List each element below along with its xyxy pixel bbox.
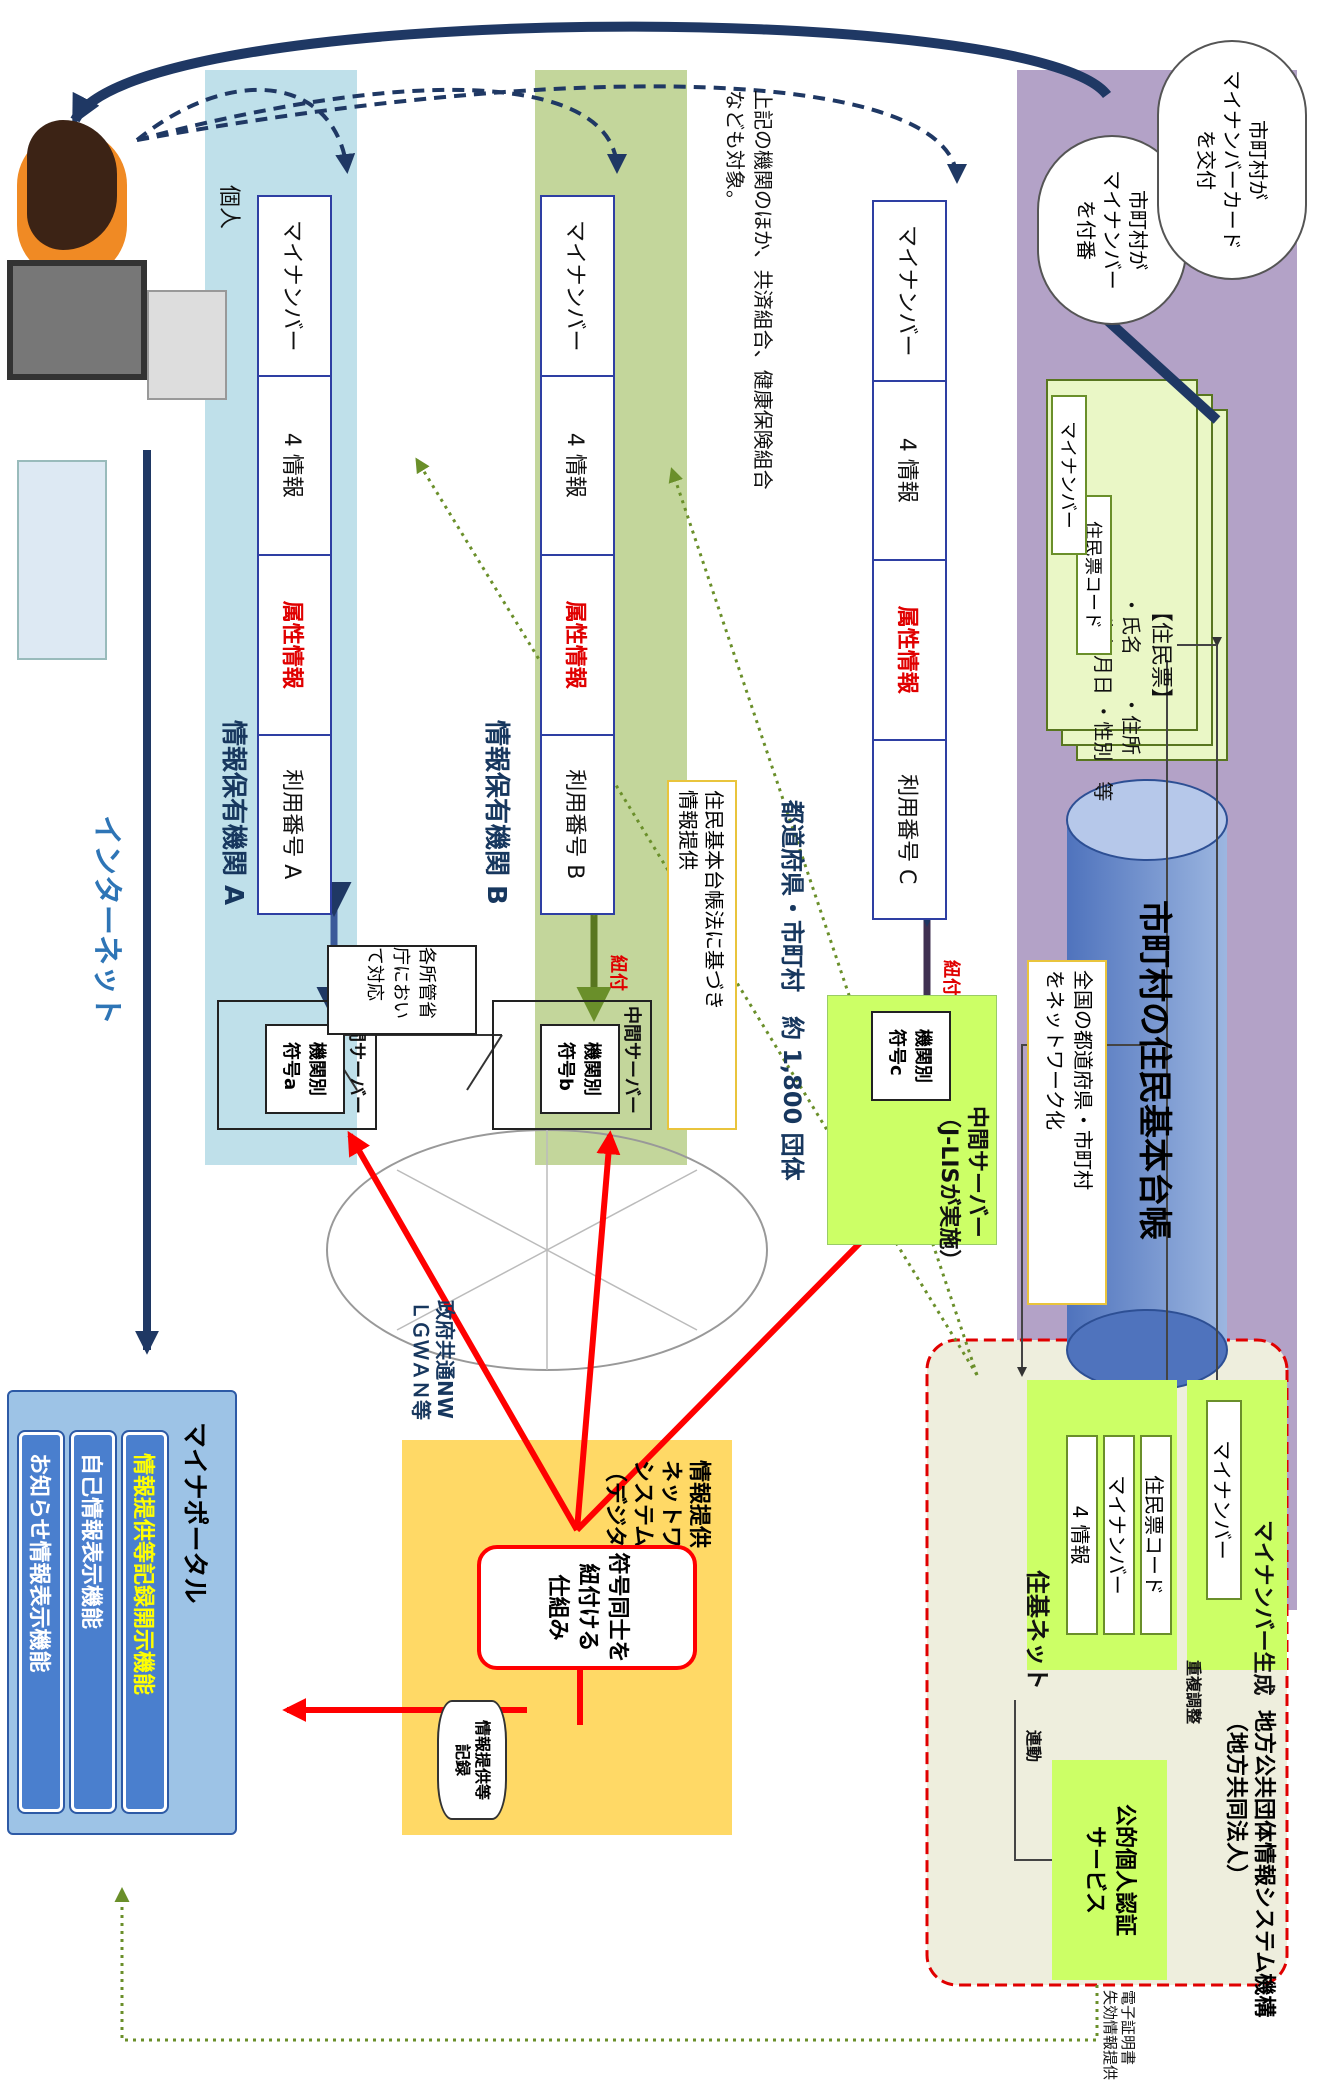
- provision-record-db: 情報提供等 記録: [437, 1700, 507, 1820]
- cloud-issue-card: 市町村が マイナンバーカード を交付: [1157, 40, 1307, 280]
- juki-item-4info: 4 情報: [1066, 1435, 1098, 1635]
- myna-portal-title: マイナポータル: [179, 1422, 209, 1604]
- org-b-cell-usage-number: 利用番号 B: [562, 769, 588, 880]
- internet-label: インターネット: [89, 815, 124, 1025]
- mynumber-card-icon: [17, 460, 107, 660]
- org-b-link-label: 紐付: [607, 955, 628, 991]
- org-b-record-row: マイナンバー 4 情報 属性情報 利用番号 B: [540, 195, 615, 915]
- network-note: 全国の都道府県・市町村 をネットワーク化: [1027, 960, 1107, 1305]
- juki-item-mynumber: マイナンバー: [1103, 1435, 1135, 1635]
- org-a-record-row: マイナンバー 4 情報 属性情報 利用番号 A: [257, 195, 332, 915]
- mynumber-generation-item: マイナンバー: [1206, 1400, 1242, 1600]
- ledger-label: 市町村の住民基本台帳: [1134, 900, 1174, 1240]
- juminhyo-card: 【住民票】 ・氏名 ・住所 ・生年月日 ・性別 等 住民票コード マイナンバー: [1051, 395, 1187, 801]
- portal-item-disclosure[interactable]: 情報提供等記録開示機能: [123, 1432, 167, 1812]
- municipal-title: 都道府県・市町村 約 1,800 団体: [778, 800, 806, 1181]
- juki-net-panel: 住基ネット 住民票コード マイナンバー 4 情報: [1023, 1380, 1177, 1690]
- municipal-cell-mynumber: マイナンバー: [874, 202, 945, 382]
- dup-check-label: 重複調整: [1184, 1660, 1203, 1725]
- juki-law-note: 住民基本台帳法に基づき 情報提供: [667, 780, 737, 1130]
- jpki-service: 公的個人認証 サービス: [1052, 1760, 1167, 1980]
- org-a-cell-4info: 4 情報: [259, 376, 330, 556]
- portal-item-notifications[interactable]: お知らせ情報表示機能: [19, 1432, 63, 1812]
- municipal-cell-attributes: 属性情報: [874, 561, 945, 741]
- juminhyo-mynumber-box: マイナンバー: [1051, 395, 1087, 555]
- juki-item-code: 住民票コード: [1140, 1435, 1172, 1635]
- municipal-intermediate-server: 中間サーバー （J-LISが実施） 機関別 符号c: [827, 995, 997, 1271]
- org-a-title: 情報保有機関 A: [218, 720, 248, 906]
- municipal-server-title: 中間サーバー （J-LISが実施）: [936, 1106, 989, 1272]
- org-b-title: 情報保有機関 B: [481, 720, 511, 905]
- org-a-cell-usage-number: 利用番号 A: [279, 769, 305, 880]
- municipal-agency-code: 機関別 符号c: [871, 1011, 951, 1101]
- gov-network-label: 政府共通NW ＬＧＷＡＮ等: [409, 1300, 457, 1420]
- portal-item-self-info[interactable]: 自己情報表示機能: [71, 1432, 115, 1812]
- org-b-cell-mynumber: マイナンバー: [542, 197, 613, 377]
- myna-portal: マイナポータル 情報提供等記録開示機能 自己情報表示機能 お知らせ情報表示機能: [7, 1390, 237, 1835]
- juminhyo-header: 【住民票】: [1148, 600, 1173, 711]
- juki-net-label: 住基ネット: [1023, 1570, 1051, 1690]
- municipal-cell-usage-number: 利用番号 C: [894, 774, 920, 885]
- org-b-cell-4info: 4 情報: [542, 376, 613, 556]
- org-a-cell-attributes: 属性情報: [259, 556, 330, 736]
- link-label: 連動: [1024, 1730, 1043, 1763]
- mynumber-generation-panel: マイナンバー生成 マイナンバー: [1187, 1380, 1287, 1696]
- jlis-title: 地方公共団体情報システム機構 （地方共同法人）: [1223, 1710, 1276, 2018]
- ministry-note: 各所管省庁において対応: [327, 945, 477, 1035]
- mynumber-generation-label: マイナンバー生成: [1250, 1520, 1275, 1696]
- municipal-cell-4info: 4 情報: [874, 381, 945, 561]
- person-illustration: [7, 120, 237, 400]
- org-a-agency-code: 機関別 符号a: [265, 1024, 345, 1114]
- org-b-server-title: 中間サーバー: [621, 1006, 642, 1114]
- municipal-link-label: 紐付: [940, 960, 961, 996]
- org-b-agency-code: 機関別 符号b: [540, 1024, 620, 1114]
- municipal-record-row: マイナンバー 4 情報 属性情報 利用番号 C: [872, 200, 947, 920]
- org-b-intermediate-server: 中間サーバー 機関別 符号b: [492, 1000, 652, 1130]
- org-a-cell-mynumber: マイナンバー: [259, 197, 330, 377]
- linking-mechanism: 符号同士を 紐付ける 仕組み: [477, 1545, 697, 1670]
- org-b-cell-attributes: 属性情報: [542, 556, 613, 736]
- other-orgs-note: 上記の機関のほか、共済組合、健康保険組合 なども対象。: [723, 90, 775, 490]
- person-label: 個人: [216, 185, 241, 230]
